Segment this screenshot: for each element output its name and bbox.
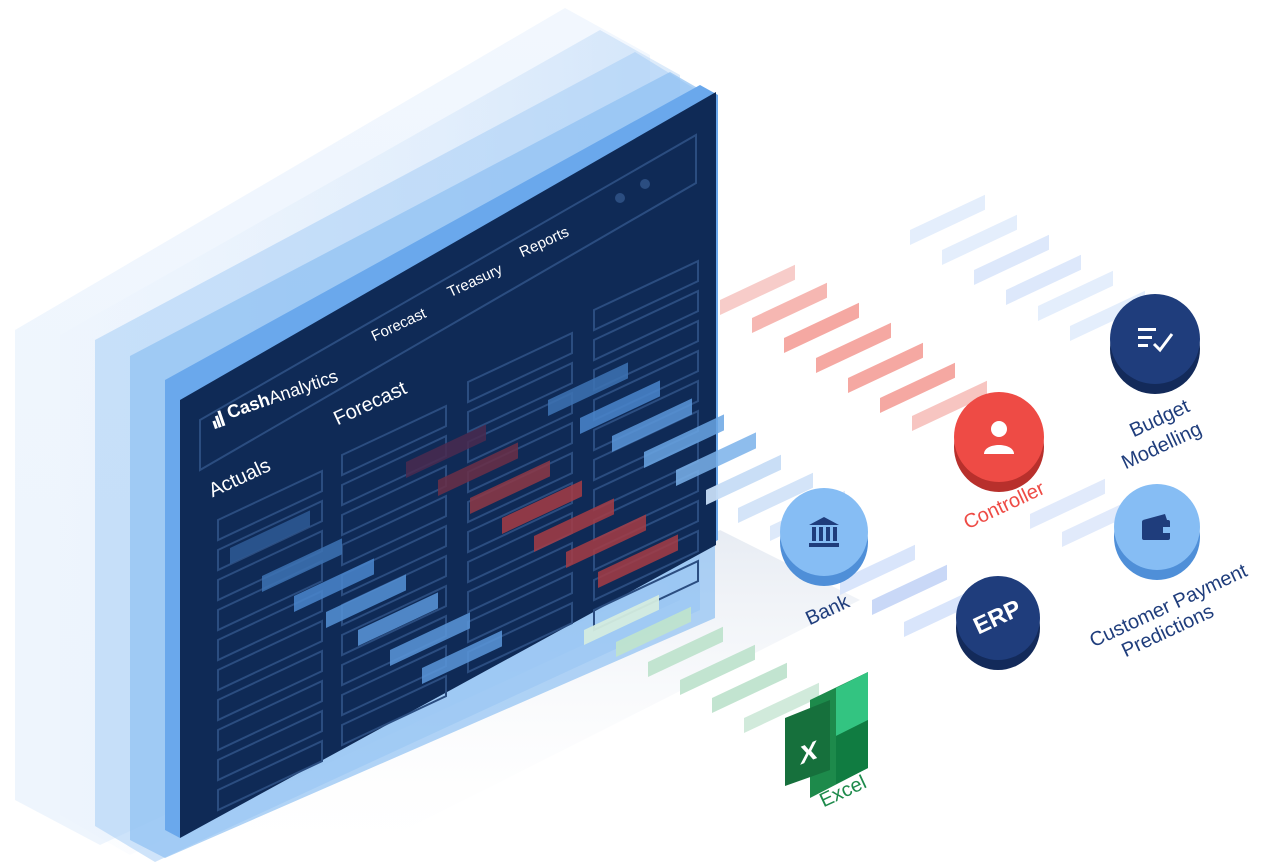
flow-stripe: [744, 682, 819, 733]
data-bar: [676, 432, 756, 486]
svg-text:X: X: [800, 735, 817, 771]
grid-row: [593, 379, 699, 452]
data-bar: [422, 630, 502, 684]
data-bar: [470, 460, 550, 514]
grid-row: [341, 494, 447, 567]
data-bar: [548, 362, 628, 416]
flow-stripe: [912, 380, 987, 431]
flow-stripe: [816, 322, 891, 373]
flow-stripe: [752, 282, 827, 333]
flow-stripe: [738, 472, 813, 523]
flow-stripe: [872, 564, 947, 615]
bank-icon: [809, 517, 839, 547]
data-bar: [612, 398, 692, 452]
flow-stripe: [974, 234, 1049, 285]
data-bar: [566, 514, 646, 568]
grid-row: [593, 259, 699, 332]
grid-row: [217, 589, 323, 662]
grid-row: [217, 739, 323, 812]
data-bar: [326, 574, 406, 628]
flow-stripe: [784, 302, 859, 353]
grid-row: [341, 584, 447, 657]
data-bar: [580, 380, 660, 434]
grid-row: [467, 331, 573, 404]
data-bar: [262, 538, 342, 592]
grid-row: [593, 289, 699, 362]
data-bar: [438, 442, 518, 496]
budget-modelling-node[interactable]: [1110, 294, 1200, 394]
grid-row: [217, 709, 323, 782]
grid-row: [467, 391, 573, 464]
excel-icon[interactable]: X: [780, 670, 880, 800]
data-bar: [390, 612, 470, 666]
grid-row: [217, 469, 323, 542]
flow-stripe: [712, 662, 787, 713]
data-bar: [644, 414, 724, 468]
data-bar: [598, 534, 678, 588]
customer-payment-node[interactable]: [1114, 484, 1200, 580]
erp-node[interactable]: ERP: [956, 576, 1040, 670]
flow-stripe: [584, 594, 659, 645]
wallet-icon: [1142, 514, 1171, 540]
flow-stripe: [648, 626, 723, 677]
grid-row: [467, 481, 573, 554]
grid-row: [593, 499, 699, 572]
data-bar: [534, 498, 614, 552]
grid-row: [467, 601, 573, 674]
erp-label: ERP: [969, 594, 1026, 641]
grid-row: [217, 619, 323, 692]
flow-stripe: [848, 342, 923, 393]
bank-node[interactable]: [780, 488, 868, 586]
grid-row: [467, 421, 573, 494]
flow-stripe: [720, 264, 795, 315]
grid-row: [467, 361, 573, 434]
grid-row: [341, 404, 447, 477]
data-bar: [406, 424, 486, 478]
grid-row: [467, 571, 573, 644]
grid-row: [217, 649, 323, 722]
flow-stripe: [1038, 270, 1113, 321]
flow-stripe: [616, 606, 691, 657]
flow-stripe: [840, 544, 915, 595]
data-bar: [294, 558, 374, 612]
flow-stripe: [706, 454, 781, 505]
data-bar: [502, 480, 582, 534]
flow-stripe: [1030, 478, 1105, 529]
flow-stripe: [942, 214, 1017, 265]
flow-stripe: [680, 644, 755, 695]
data-bar: [230, 510, 310, 564]
user-icon: [984, 421, 1014, 454]
flow-stripe: [910, 194, 985, 245]
grid-row: [593, 469, 699, 542]
grid-row: [593, 559, 699, 632]
checklist-icon: [1138, 328, 1174, 353]
data-bar: [358, 592, 438, 646]
flow-stripe: [880, 362, 955, 413]
flow-stripe: [1006, 254, 1081, 305]
grid-row: [341, 674, 447, 747]
grid-row: [217, 499, 323, 572]
grid-row: [217, 679, 323, 752]
controller-node[interactable]: [954, 392, 1044, 492]
